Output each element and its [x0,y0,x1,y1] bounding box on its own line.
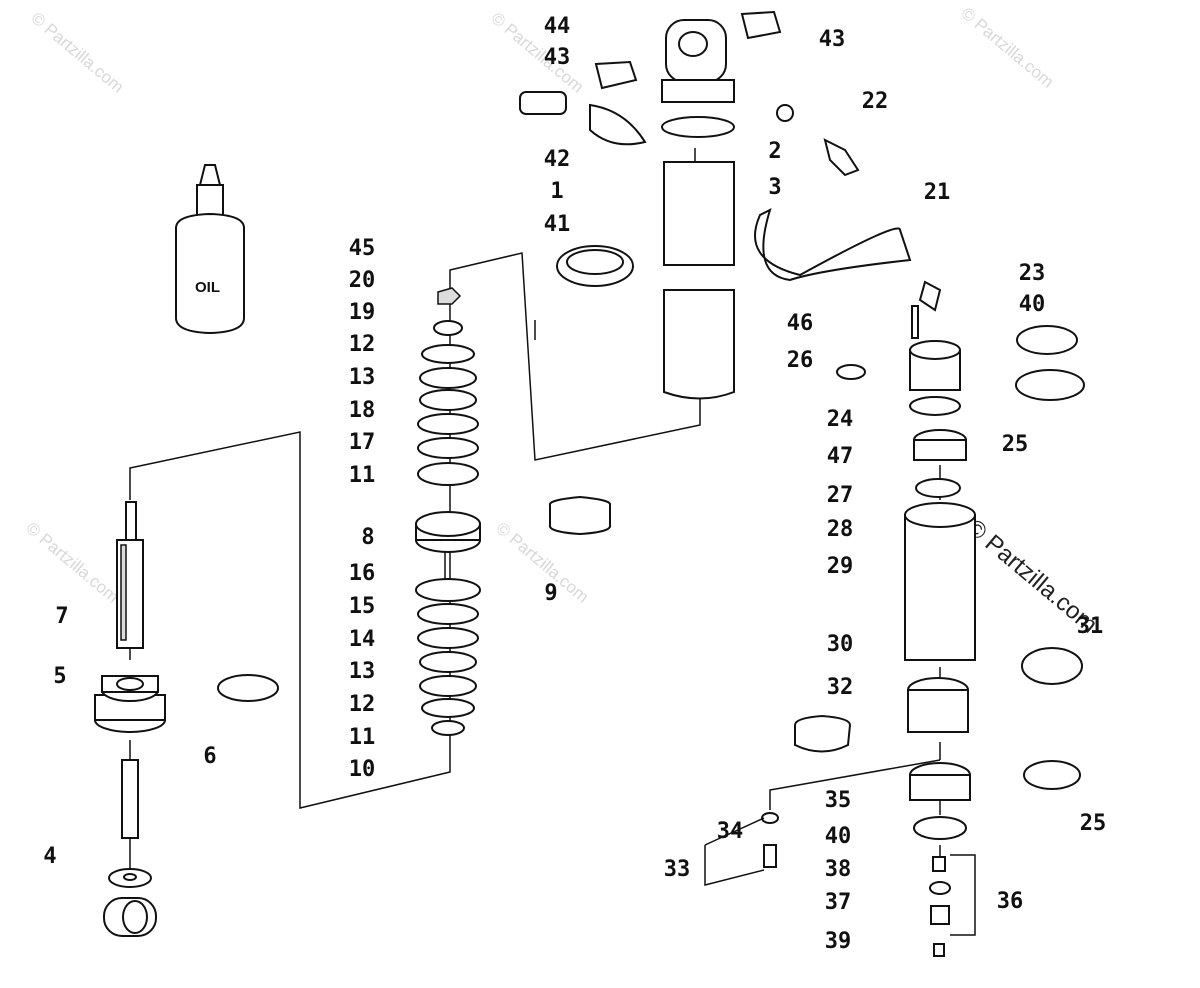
eyelet-part [103,759,157,937]
oil-bottle: OIL [175,164,245,335]
callout-c33: 33 [664,857,691,882]
callout-c44: 44 [544,14,571,39]
callout-c37: 37 [825,890,852,915]
callout-c38: 38 [825,857,852,882]
callout-c8: 8 [361,525,374,550]
shock-body-top [519,10,782,400]
oil-label: OIL [195,279,220,296]
callout-c12b: 12 [349,692,376,717]
callout-c39: 39 [825,929,852,954]
callout-c25b: 25 [1080,811,1107,836]
callout-c16: 16 [349,561,376,586]
callout-c28: 28 [827,517,854,542]
callout-c9: 9 [544,581,557,606]
watermark-top-center: © Partzilla.com [487,9,587,97]
callout-c13a: 13 [349,365,376,390]
valve-stack [415,287,481,736]
callout-c35: 35 [825,788,852,813]
callout-c18: 18 [349,398,376,423]
callout-c26: 26 [787,348,814,373]
callout-c43a: 43 [544,45,571,70]
watermark-top-left: © Partzilla.com [27,9,127,97]
callout-c45: 45 [349,236,376,261]
callout-c12a: 12 [349,332,376,357]
callout-c22: 22 [862,89,889,114]
brackets [704,817,976,936]
callout-c13b: 13 [349,659,376,684]
reservoir-assembly [761,305,1085,957]
callout-c21: 21 [924,180,951,205]
callout-c2: 2 [768,139,781,164]
callout-c1: 1 [550,179,563,204]
callout-c27: 27 [827,483,854,508]
callout-c14: 14 [349,627,376,652]
split-ring-9 [548,495,612,536]
callout-c19: 19 [349,300,376,325]
hose-assembly [754,104,942,312]
callout-c5: 5 [53,664,66,689]
callout-c25a: 25 [1002,432,1029,457]
callout-c10: 10 [349,757,376,782]
bearing-cap [94,675,166,733]
callout-c6: 6 [203,744,216,769]
callout-c42: 42 [544,147,571,172]
callout-c43b: 43 [819,27,846,52]
callout-c30: 30 [827,632,854,657]
callout-c20: 20 [349,268,376,293]
callout-c32: 32 [827,675,854,700]
assembly-lines [129,148,941,870]
callout-c23: 23 [1019,261,1046,286]
callout-c47: 47 [827,444,854,469]
watermark-top-right: © Partzilla.com [957,4,1057,92]
callout-c3: 3 [768,175,781,200]
callout-c11a: 11 [349,463,376,488]
callout-c7: 7 [55,604,68,629]
callout-c24: 24 [827,407,854,432]
callout-c11b: 11 [349,725,376,750]
callout-c34: 34 [717,819,744,844]
callout-c36: 36 [997,889,1024,914]
callout-c29: 29 [827,554,854,579]
callout-c4: 4 [43,844,56,869]
callout-c40b: 40 [825,824,852,849]
watermark-mid-left: © Partzilla.com [22,519,122,607]
callout-c41: 41 [544,212,571,237]
shaft-part [116,501,144,649]
callout-c31: 31 [1077,614,1104,639]
o-ring-6 [217,674,279,702]
callout-c46: 46 [787,311,814,336]
callout-c40a: 40 [1019,292,1046,317]
callout-c15: 15 [349,594,376,619]
callout-c17: 17 [349,430,376,455]
